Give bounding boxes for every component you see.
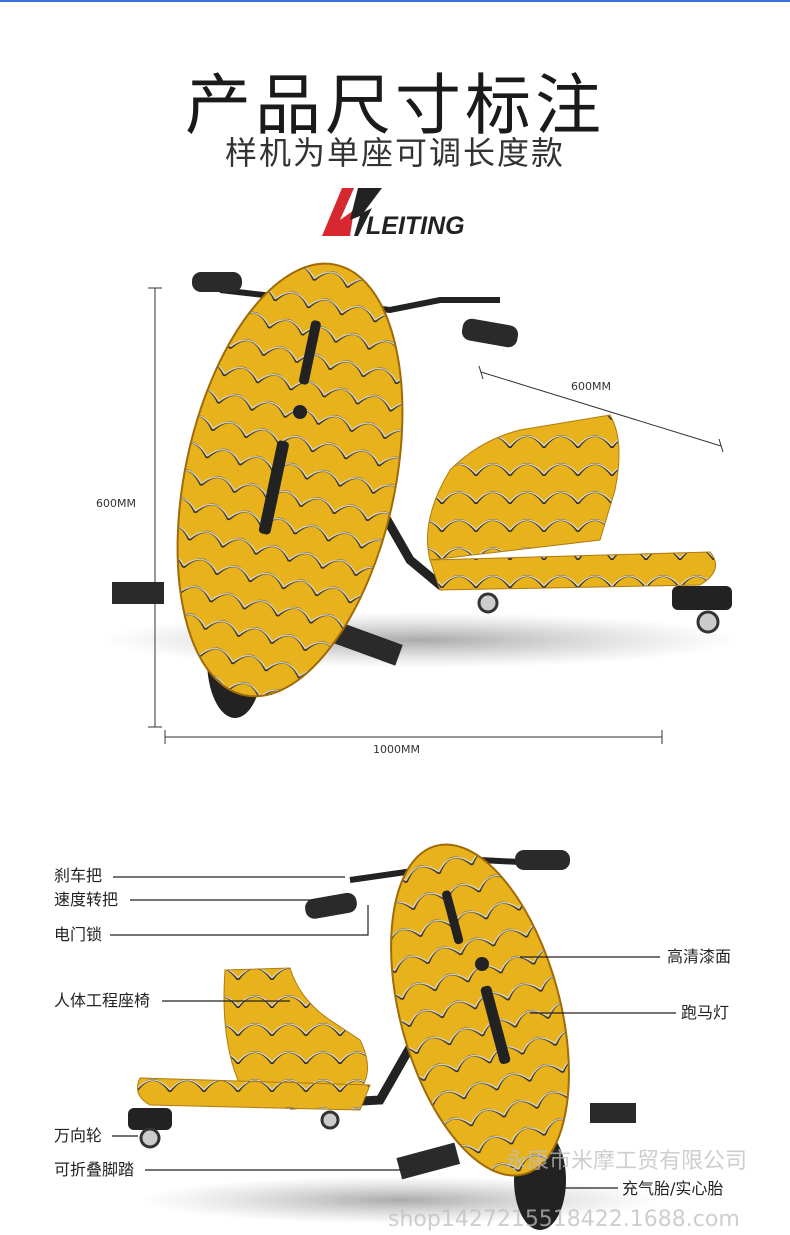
callout-led-light: 跑马灯 <box>681 1003 730 1022</box>
callout-ignition-lock: 电门锁 <box>54 925 103 944</box>
callout-caster: 万向轮 <box>54 1126 103 1145</box>
height-dimension-label: 600MM <box>96 497 136 510</box>
page-subtitle: 样机为单座可调长度款 <box>224 134 565 172</box>
callout-footrest: 可折叠脚踏 <box>54 1160 135 1179</box>
watermark-company: 永康市米摩工贸有限公司 <box>505 1149 748 1174</box>
callout-brake-lever: 刹车把 <box>54 866 103 885</box>
callout-tire: 充气胎/实心胎 <box>622 1179 724 1198</box>
callout-paint: 高清漆面 <box>667 947 732 966</box>
scooter-bottom-view <box>128 843 660 1230</box>
length-dimension-label: 1000MM <box>373 743 420 756</box>
page-title: 产品尺寸标注 <box>185 67 605 144</box>
callout-throttle: 速度转把 <box>54 890 119 909</box>
top-border <box>0 0 790 2</box>
leiting-logo: LEITING <box>322 188 465 238</box>
svg-text:LEITING: LEITING <box>366 212 465 238</box>
watermark-shop-url: shop1427215518422.1688.com <box>388 1207 740 1232</box>
width-dimension-label: 600MM <box>571 380 611 393</box>
callout-leader-lines <box>110 876 676 1189</box>
scooter-top-view <box>100 262 740 718</box>
callout-seat: 人体工程座椅 <box>54 991 151 1010</box>
